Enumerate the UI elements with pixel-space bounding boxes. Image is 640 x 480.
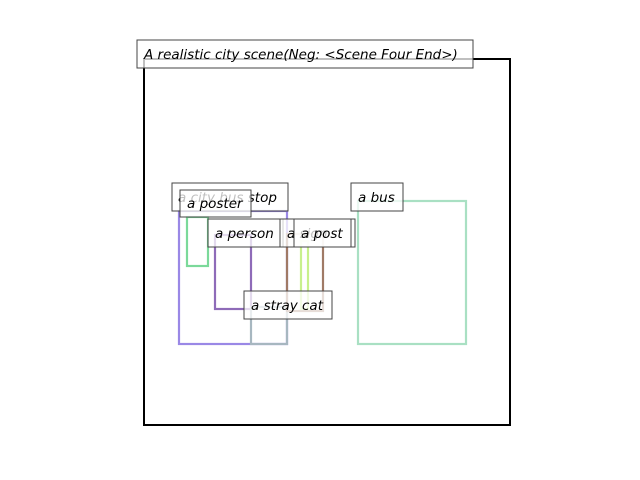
post-label: a post bbox=[293, 218, 352, 248]
diagram-title: A realistic city scene(Neg: <Scene Four … bbox=[136, 39, 474, 69]
stray-cat-label: a stray cat bbox=[243, 290, 333, 320]
svg-text:a bus: a bus bbox=[358, 190, 395, 206]
bus-label: a bus bbox=[350, 182, 404, 212]
svg-text:a stray cat: a stray cat bbox=[251, 298, 324, 314]
svg-text:A realistic city scene(Neg: <S: A realistic city scene(Neg: <Scene Four … bbox=[143, 47, 458, 63]
svg-text:a person: a person bbox=[215, 226, 274, 242]
svg-text:a poster: a poster bbox=[187, 196, 244, 212]
svg-text:a post: a post bbox=[301, 226, 343, 242]
person-label: a person bbox=[207, 218, 284, 248]
poster-box bbox=[185, 215, 210, 268]
bus-box bbox=[356, 199, 468, 346]
poster-label: a poster bbox=[179, 189, 252, 218]
